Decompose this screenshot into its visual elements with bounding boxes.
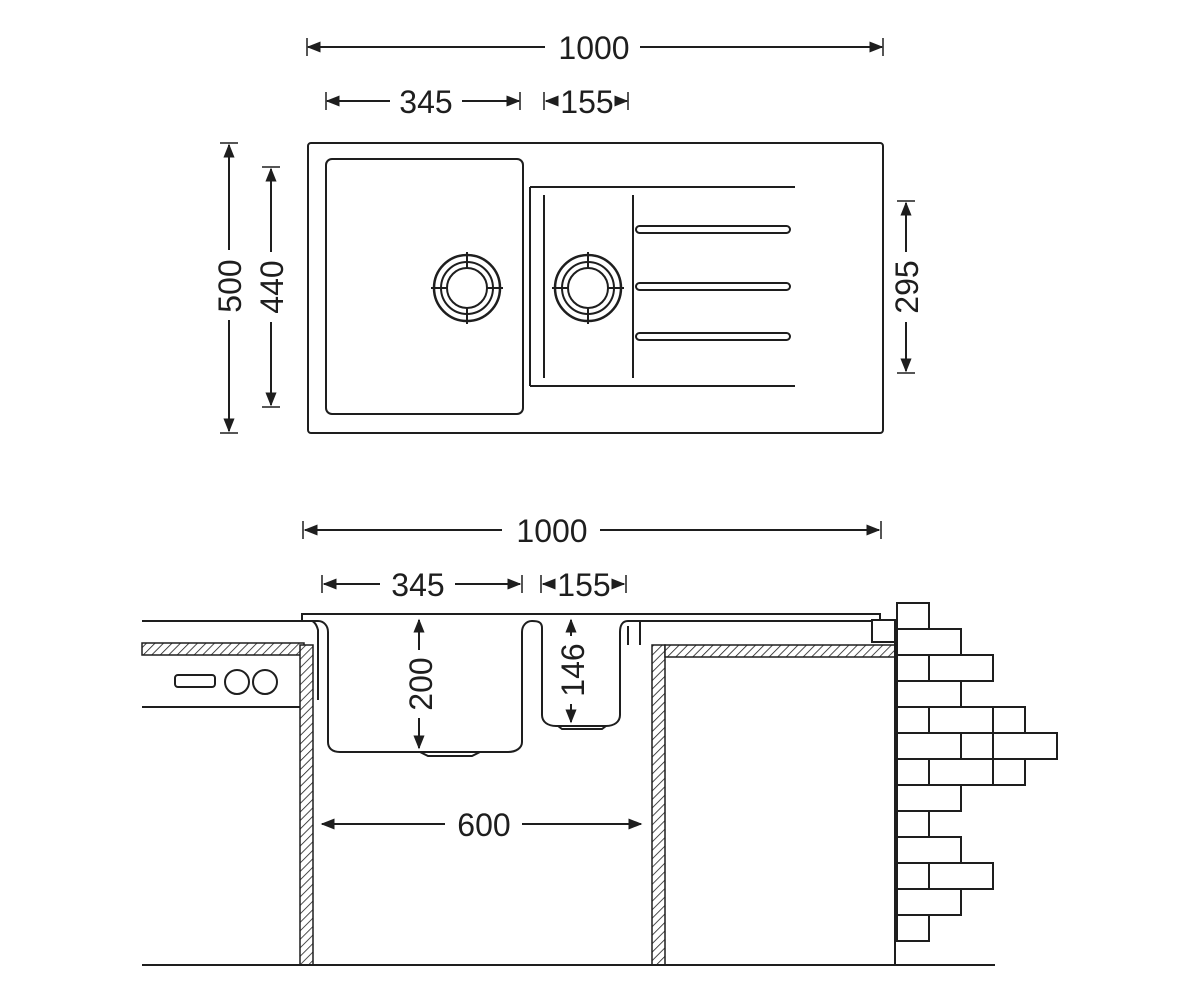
sink-profile <box>301 613 896 757</box>
top-dim-main-bowl: 345 <box>325 84 521 120</box>
side-dim-main-bowl-depth: 200 <box>403 618 439 750</box>
side-small-bowl-depth-label: 146 <box>555 643 591 696</box>
small-bowl <box>529 186 795 387</box>
oven-knob-1 <box>224 669 250 695</box>
side-dim-cabinet-width: 600 <box>320 807 643 843</box>
top-view: 1000 345 155 500 <box>212 30 925 434</box>
small-bowl-drain <box>552 252 624 324</box>
sink-outline <box>307 142 884 434</box>
right-worktop-section <box>664 644 896 658</box>
top-dim-drainer-depth: 295 <box>889 200 925 374</box>
side-cabinet-width-label: 600 <box>457 807 510 843</box>
top-overall-width-label: 1000 <box>558 30 629 66</box>
side-overall-width-label: 1000 <box>516 513 587 549</box>
cabinet-left-wall <box>299 644 314 966</box>
side-dim-overall-width: 1000 <box>302 513 882 549</box>
oven-knob-2 <box>252 669 278 695</box>
side-main-bowl-width-label: 345 <box>391 567 444 603</box>
left-counter <box>141 620 305 708</box>
side-dim-small-bowl-depth: 146 <box>555 618 591 724</box>
oven-handle <box>174 674 216 688</box>
main-bowl <box>325 158 524 415</box>
brick-wall <box>896 602 1058 942</box>
top-dim-bowl-depth: 440 <box>254 166 290 408</box>
side-main-bowl-depth-label: 200 <box>403 657 439 710</box>
main-bowl-drain <box>431 252 503 324</box>
drainer-grooves <box>635 225 791 341</box>
top-dim-small-bowl: 155 <box>543 84 629 120</box>
cabinet-right-wall <box>651 644 666 966</box>
top-small-bowl-width-label: 155 <box>560 84 613 120</box>
top-bowl-depth-label: 440 <box>254 260 290 313</box>
top-dim-overall-width: 1000 <box>306 30 884 66</box>
side-dim-small-bowl: 155 <box>540 567 627 603</box>
top-main-bowl-width-label: 345 <box>399 84 452 120</box>
top-drainer-depth-label: 295 <box>889 260 925 313</box>
top-overall-depth-label: 500 <box>212 259 248 312</box>
left-worktop-section <box>141 642 305 656</box>
side-view: 1000 345 155 <box>141 513 1058 966</box>
top-dim-overall-depth: 500 <box>212 142 248 434</box>
side-small-bowl-width-label: 155 <box>557 567 610 603</box>
side-dim-main-bowl: 345 <box>321 567 523 603</box>
